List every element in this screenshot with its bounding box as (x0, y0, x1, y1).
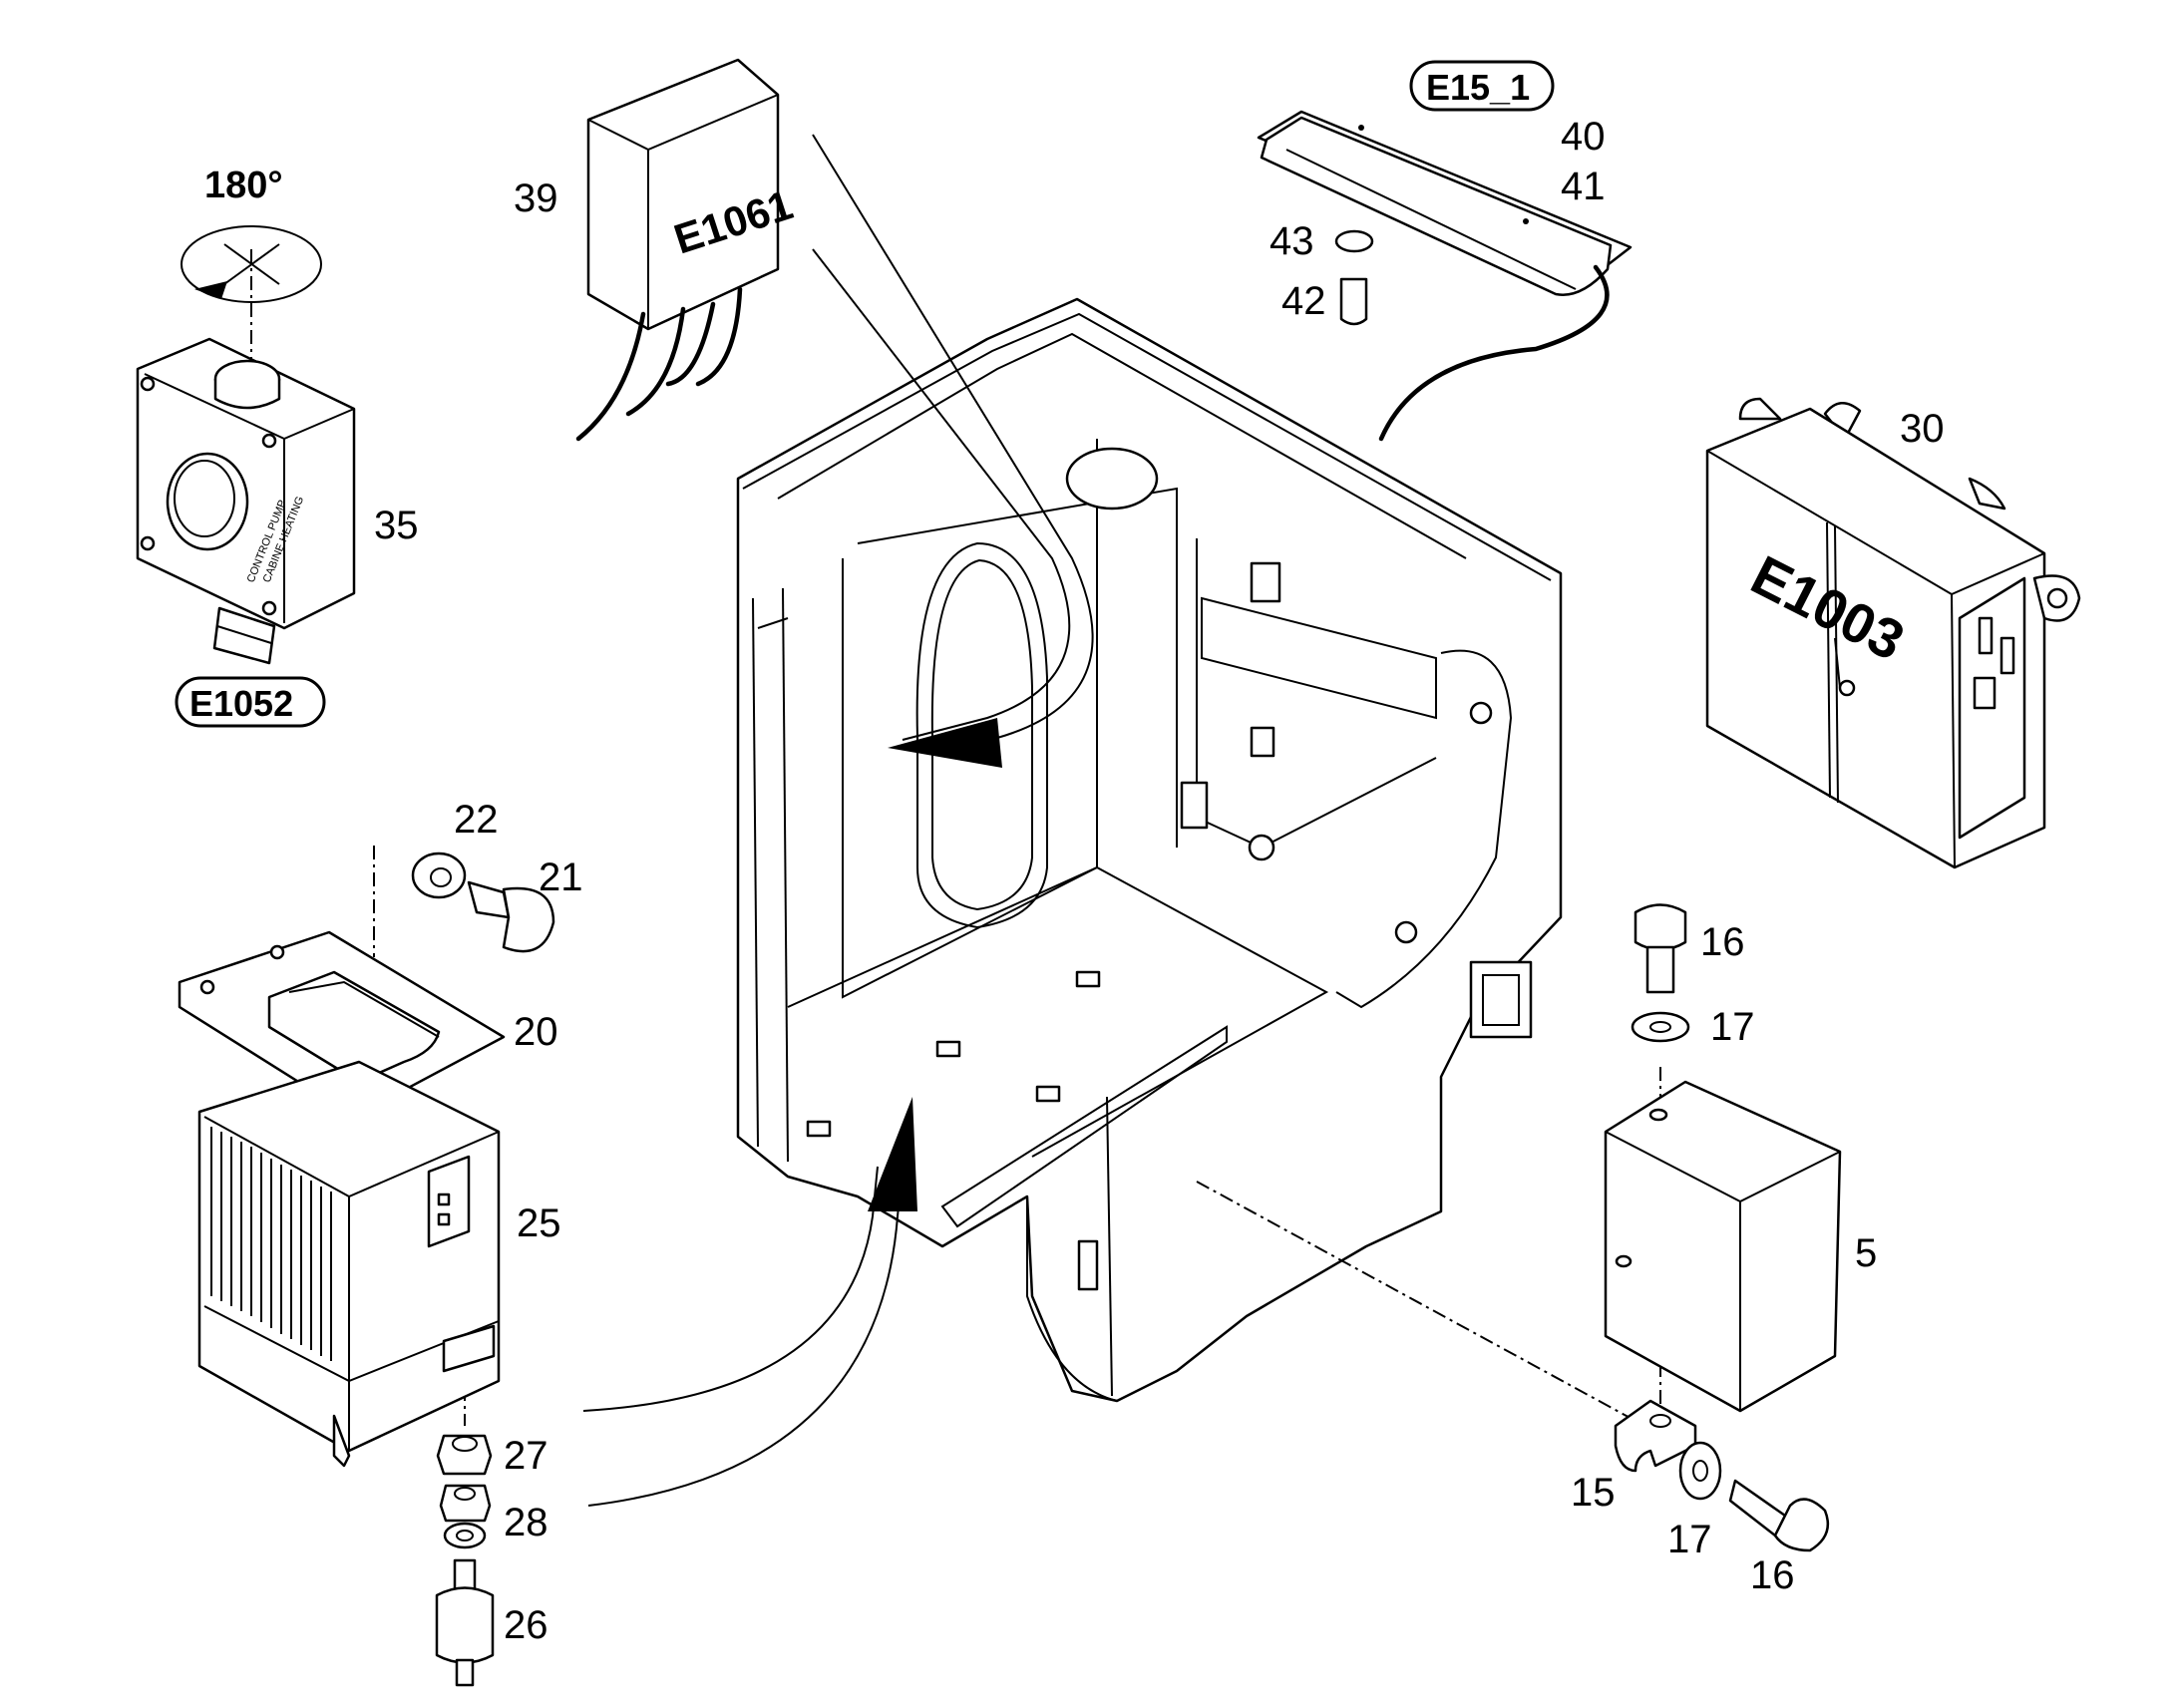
washer-43 (1334, 229, 1374, 253)
cabin-bracket (1180, 781, 1209, 830)
arrow-head-up (868, 1097, 917, 1211)
callout-22: 22 (454, 798, 499, 842)
callout-30: 30 (1900, 407, 1945, 451)
bolt-16b-head (1773, 1498, 1830, 1552)
washer-17 (1631, 1011, 1690, 1043)
cabin-bracket (1250, 561, 1281, 603)
bolt-16-shank (1645, 945, 1675, 994)
callout-16a: 16 (1700, 920, 1745, 964)
box-5-assembly (1604, 903, 1842, 1552)
bracket-15 (1614, 1399, 1697, 1473)
callout-20: 20 (514, 1010, 558, 1054)
arrow-head-left (888, 718, 1002, 768)
transfer-arrows (582, 134, 1094, 1507)
rotation-label: 180° (204, 165, 283, 206)
callout-16b: 16 (1750, 1553, 1795, 1597)
tag-e1052-bubble (175, 676, 326, 728)
nut-27b (439, 1484, 492, 1523)
switch-button (166, 452, 249, 551)
bolt-16b-shank (1728, 1479, 1787, 1537)
callout-43: 43 (1270, 219, 1314, 263)
washer-28 (443, 1522, 487, 1549)
box-5 (1604, 1080, 1842, 1413)
bolt-21-shank (467, 880, 511, 919)
callout-41: 41 (1561, 165, 1606, 208)
callout-17a: 17 (1710, 1005, 1755, 1049)
cabin-plate (1077, 1239, 1099, 1291)
callout-17b: 17 (1667, 1518, 1712, 1561)
junction-box-e1061: E1061 (575, 58, 798, 442)
washer-22 (411, 852, 467, 899)
callout-21: 21 (539, 855, 583, 899)
tag-e15-1-bubble (1409, 60, 1555, 112)
cabin-hole (1394, 920, 1418, 944)
lamp-strip-e15-1: E15_1 (1257, 60, 1633, 442)
callout-25: 25 (517, 1201, 561, 1245)
callout-15: 15 (1571, 1471, 1616, 1515)
switch-box-e1052: 180° CONTROL PUMP CABINE HEATING E1052 (136, 165, 356, 728)
charger-assembly (178, 852, 555, 1687)
cabin-frame (736, 297, 1563, 1403)
tag-e1052: E1052 (189, 683, 293, 724)
callout-39: 39 (514, 176, 558, 220)
callout-5: 5 (1855, 1231, 1877, 1275)
cabin-cap (1065, 447, 1159, 511)
rotation-arrow (194, 281, 227, 299)
cabin-bracket (1250, 726, 1275, 758)
callout-27: 27 (504, 1434, 548, 1478)
callout-42: 42 (1281, 279, 1326, 323)
callout-35: 35 (374, 504, 419, 547)
bolt-16-head (1634, 903, 1687, 951)
control-cabinet-e1003: E1003 (1705, 397, 2081, 869)
callout-28: 28 (504, 1501, 548, 1544)
standoff-26 (435, 1586, 495, 1664)
tag-e15-1: E15_1 (1426, 67, 1530, 108)
cabin-hole (1469, 701, 1493, 725)
nut-27 (436, 1434, 493, 1476)
bolt-21-head (502, 886, 555, 953)
callout-40: 40 (1561, 115, 1606, 159)
washer-17b (1678, 1441, 1722, 1501)
callout-26: 26 (504, 1603, 548, 1647)
screw-42 (1339, 277, 1368, 326)
rotation-circle (181, 225, 322, 303)
cabin-hole (1248, 834, 1275, 861)
